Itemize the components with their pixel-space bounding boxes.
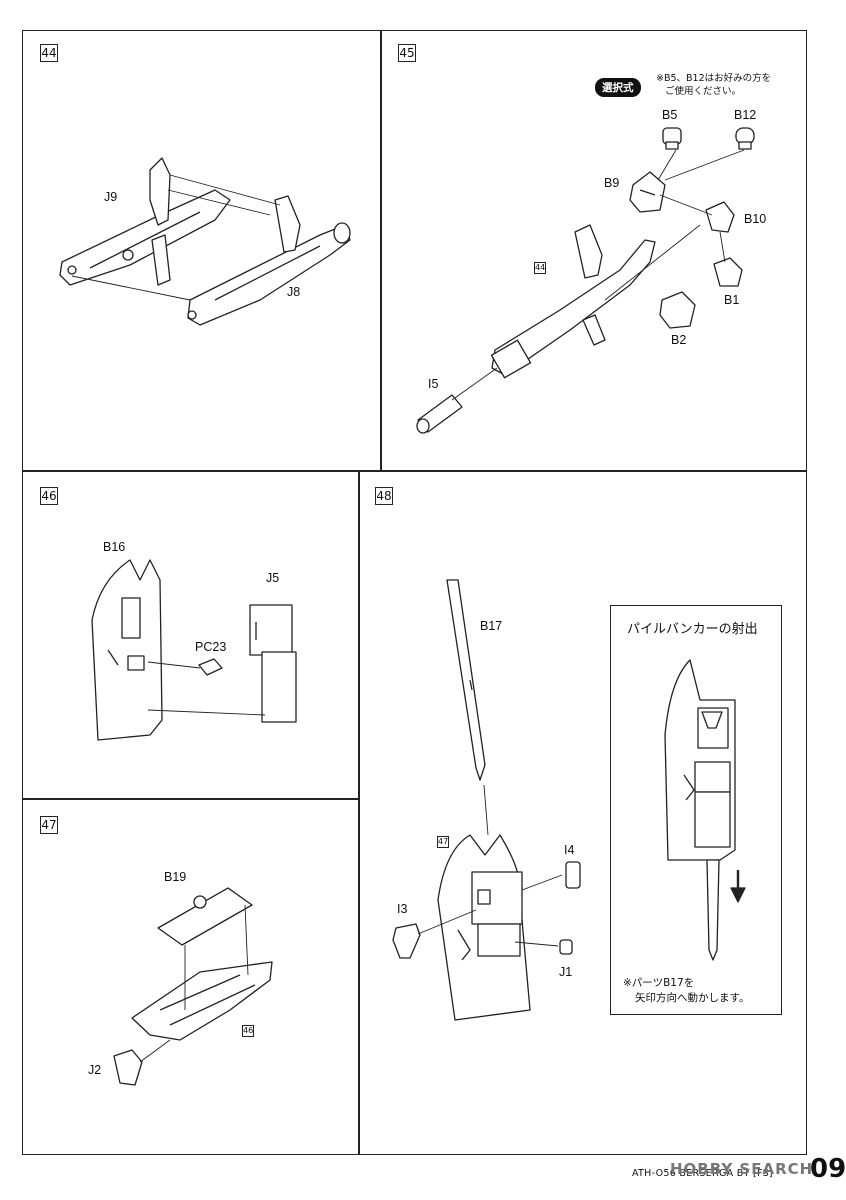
step-ref-46: 46	[242, 1025, 254, 1037]
b17-insertion-line	[483, 784, 489, 836]
page-number: 09	[810, 1154, 846, 1184]
divider-vertical-bottom	[358, 470, 360, 1155]
part-label-b19: B19	[164, 870, 187, 884]
product-footer: ATH-O56 BERSERGA BT [FS]	[632, 1168, 773, 1179]
part-label-b1: B1	[724, 293, 740, 307]
part-b2-drawing	[659, 291, 696, 329]
step47-assembly-lines	[139, 904, 249, 1063]
part-b9-drawing	[629, 171, 666, 213]
step-number-48: 48	[375, 487, 393, 505]
part-b17-drawing	[446, 579, 486, 781]
part-label-i5: I5	[428, 377, 439, 391]
pile-bunker-inset: パイルバンカーの射出 ※パーツB17を 矢印方向へ動かします。	[610, 605, 782, 1015]
step-number-47: 47	[40, 816, 58, 834]
part-step46-base-drawing	[131, 961, 273, 1041]
part-b1-drawing	[713, 257, 743, 287]
divider-horizontal-left	[22, 798, 359, 800]
inset-note-line2: 矢印方向へ動かします。	[635, 992, 750, 1004]
part-label-b9: B9	[604, 176, 620, 190]
part-label-b17: B17	[480, 619, 503, 633]
step-number-44: 44	[40, 44, 58, 62]
part-j5-drawing	[249, 604, 297, 723]
part-j2-drawing	[113, 1049, 143, 1086]
part-b10-drawing	[705, 201, 735, 233]
part-b16-drawing	[91, 559, 163, 741]
divider-horizontal-middle	[22, 470, 807, 472]
part-pc23-drawing	[198, 658, 223, 676]
divider-vertical-top	[380, 30, 382, 470]
part-j1-drawing	[559, 939, 573, 955]
manual-page-frame	[22, 30, 807, 1155]
part-label-j1: J1	[559, 965, 573, 979]
part-label-j9: J9	[104, 190, 118, 204]
part-i3-drawing	[392, 923, 421, 959]
inset-pile-bunker-drawing	[664, 659, 736, 961]
part-b12-drawing	[735, 127, 755, 150]
step44-assembly-lines	[71, 174, 281, 301]
selection-note-line1: ※B5、B12はお好みの方を	[656, 73, 772, 84]
inset-down-arrow-icon	[730, 870, 746, 903]
inset-note-line1: ※パーツB17を	[623, 977, 695, 989]
part-label-b12: B12	[734, 108, 757, 122]
part-label-j2: J2	[88, 1063, 102, 1077]
selection-note-line2: ご使用ください。	[665, 86, 742, 97]
inset-title: パイルバンカーの射出	[627, 622, 758, 637]
part-label-i3: I3	[397, 902, 408, 916]
part-b19-drawing	[157, 887, 253, 946]
step-number-46: 46	[40, 487, 58, 505]
part-j8-drawing	[187, 195, 351, 326]
part-label-b5: B5	[662, 108, 678, 122]
step-ref-44: 44	[534, 262, 546, 274]
part-label-j8: J8	[287, 285, 301, 299]
part-j9-drawing	[59, 157, 231, 286]
part-label-j5: J5	[266, 571, 280, 585]
part-blade-assembly-drawing	[437, 834, 531, 1021]
step46-assembly-lines	[147, 661, 266, 716]
step48-assembly-lines	[417, 874, 563, 947]
step-number-45: 45	[398, 44, 416, 62]
part-i5-drawing	[416, 394, 463, 434]
part-label-b10: B10	[744, 212, 767, 226]
part-rifle-assembled-drawing	[490, 224, 656, 379]
part-label-i4: I4	[564, 843, 575, 857]
part-label-pc23: PC23	[195, 640, 227, 654]
part-b5-drawing	[662, 127, 682, 150]
part-i4-drawing	[565, 861, 581, 889]
step45-assembly-lines	[451, 149, 745, 401]
watermark: HOBBY SEARCH	[670, 1160, 814, 1178]
part-label-b2: B2	[671, 333, 687, 347]
step-ref-47: 47	[437, 836, 449, 848]
part-label-b16: B16	[103, 540, 126, 554]
inset-note: ※パーツB17を 矢印方向へ動かします。	[623, 976, 749, 1006]
selection-badge: 選択式	[595, 78, 641, 97]
